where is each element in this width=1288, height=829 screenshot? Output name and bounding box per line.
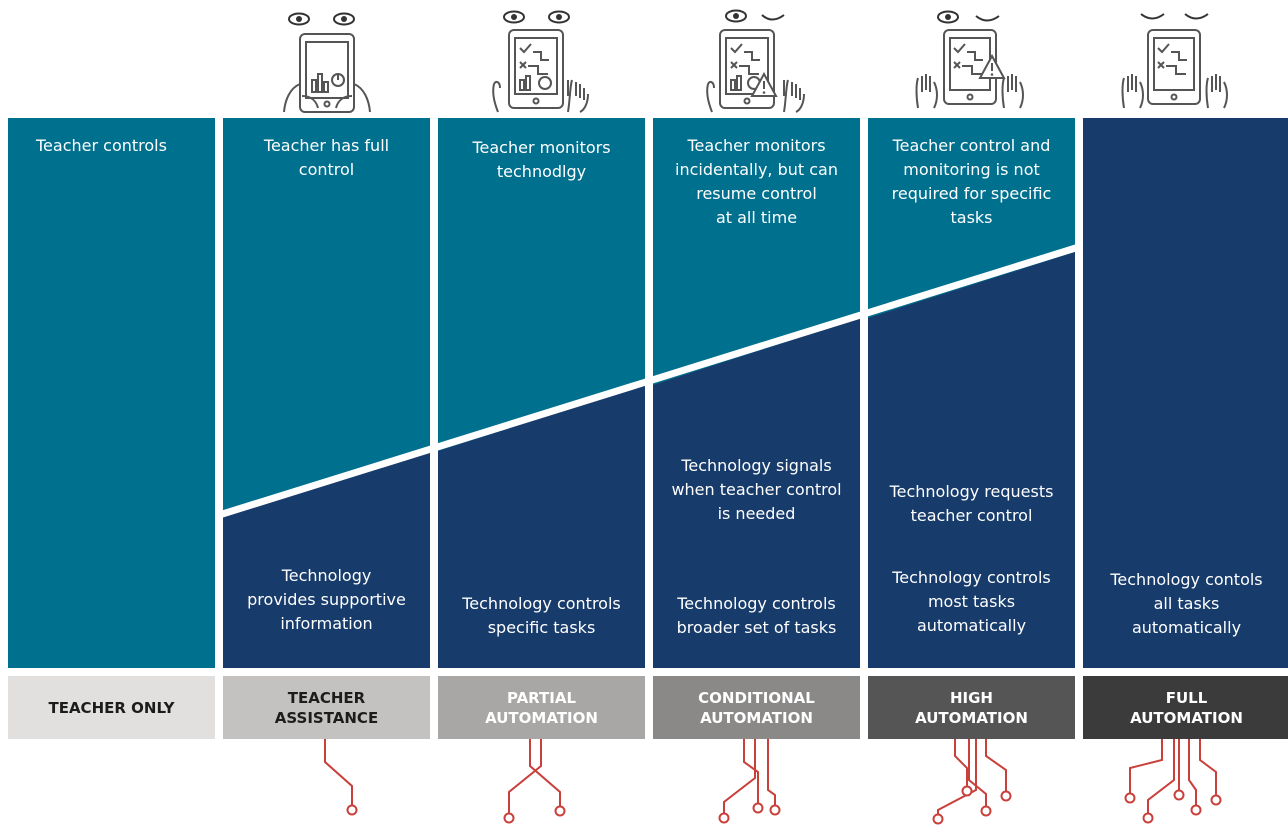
teacher-text: Teacher control and monitoring is not re… — [891, 136, 1052, 227]
technology-text: Technology controls most tasks automatic… — [892, 568, 1051, 635]
column-conditional-automation: Teacher monitors incidentally, but can r… — [653, 118, 860, 668]
column-teacher-assistance: Teacher has full control Technology prov… — [223, 118, 430, 668]
circuit-conditional-automation — [718, 739, 781, 824]
technology-text: Technology controls specific tasks — [462, 594, 621, 637]
eye-open-icon — [288, 12, 310, 26]
eye-open-icon — [548, 10, 570, 24]
tablet-flowchart-icon — [943, 29, 997, 105]
circuit-full-automation — [1124, 739, 1222, 824]
level-label-teacher-assistance: TEACHER ASSISTANCE — [223, 676, 430, 739]
technology-region — [653, 318, 860, 668]
hands-raised-icon — [1121, 74, 1228, 109]
tablet-flowchart-icon — [1147, 29, 1201, 105]
eye-open-icon — [937, 10, 959, 24]
warning-triangle-icon — [750, 71, 778, 97]
teacher-region — [8, 118, 215, 668]
column-full-automation: Technology contols all tasks automatical… — [1083, 118, 1288, 668]
hand-raised-icon — [492, 79, 589, 113]
teacher-text: Teacher has full control — [263, 136, 390, 179]
eye-closed-icon — [761, 14, 785, 21]
teacher-text: Teacher controls — [36, 136, 167, 155]
circuit-partial-automation — [503, 739, 566, 824]
eye-open-icon — [503, 10, 525, 24]
level-label-high-automation: HIGH AUTOMATION — [868, 676, 1075, 739]
hands-raised-icon — [915, 74, 1024, 109]
technology-request-text: Technology requests teacher control — [889, 482, 1054, 525]
technology-region — [1083, 118, 1288, 668]
eye-closed-icon — [975, 15, 1000, 22]
level-label-partial-automation: PARTIAL AUTOMATION — [438, 676, 645, 739]
teacher-text: Teacher monitors incidentally, but can r… — [675, 136, 838, 227]
technology-text: Technology controls broader set of tasks — [676, 594, 837, 637]
eye-open-icon — [725, 9, 747, 23]
technology-text: Technology contols all tasks automatical… — [1110, 570, 1263, 637]
warning-triangle-icon — [978, 53, 1006, 79]
column-teacher-only: Teacher controls — [8, 118, 215, 668]
hand-raised-icon — [706, 79, 805, 113]
tablet-charts-icon — [299, 33, 355, 113]
hands-holding-icon — [283, 83, 371, 113]
technology-text: Technology provides supportive informati… — [247, 566, 406, 633]
teacher-text: Teacher monitors technodlgy — [472, 138, 611, 181]
level-label-teacher-only: TEACHER ONLY — [8, 676, 215, 739]
circuit-teacher-assistance — [324, 739, 358, 816]
column-high-automation: Teacher control and monitoring is not re… — [868, 118, 1075, 668]
tablet-flowchart-icon — [508, 29, 564, 109]
technology-signal-text: Technology signals when teacher control … — [671, 456, 842, 523]
level-label-full-automation: FULL AUTOMATION — [1083, 676, 1288, 739]
eye-closed-icon — [1184, 13, 1209, 20]
circuit-lines — [324, 739, 1222, 825]
level-label-conditional-automation: CONDITIONAL AUTOMATION — [653, 676, 860, 739]
diagonal-divider — [214, 242, 1084, 520]
column-partial-automation: Teacher monitors technodlgy Technology c… — [438, 118, 645, 668]
eye-closed-icon — [1140, 13, 1165, 20]
technology-region — [868, 252, 1075, 668]
eye-open-icon — [333, 12, 355, 26]
circuit-high-automation — [932, 739, 1012, 825]
